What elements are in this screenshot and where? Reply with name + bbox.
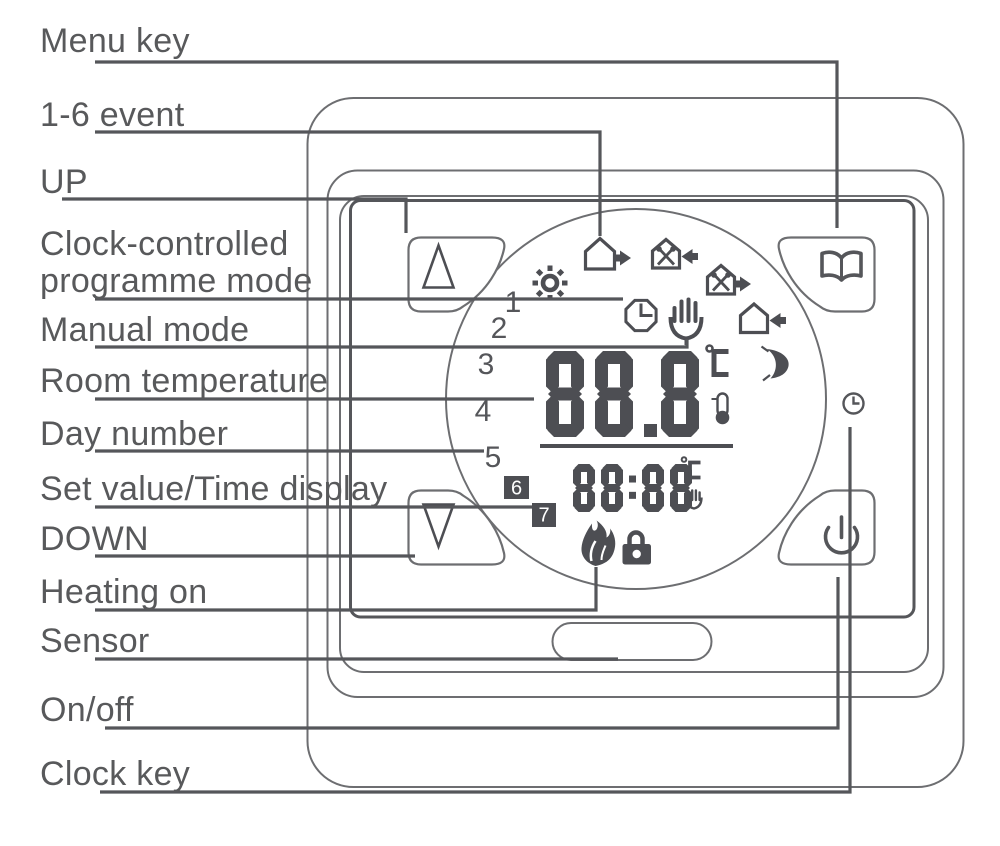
label-day-number: Day number	[40, 415, 228, 453]
display-divider	[540, 444, 733, 448]
moon-night-icon	[760, 345, 789, 382]
day-7: 7	[538, 505, 549, 527]
day-4: 4	[475, 395, 492, 428]
arrow-out-icon	[614, 250, 631, 266]
manual-mode-line	[95, 339, 689, 349]
sensor-window	[551, 622, 713, 661]
label-up: UP	[40, 163, 88, 201]
sub-celsius-icon	[680, 456, 701, 480]
day-numbers: 1 2 3 4 5 6 7	[475, 286, 556, 527]
sun-icon	[532, 265, 568, 301]
lock-icon	[622, 530, 651, 565]
menu-book-icon	[820, 250, 863, 282]
house-return-icon	[738, 301, 786, 335]
label-down: DOWN	[40, 520, 149, 558]
heating-flame-icon	[581, 520, 616, 566]
label-menu-key: Menu key	[40, 22, 190, 60]
sub-hand-icon	[685, 489, 703, 510]
label-clock-programme-2: programme mode	[40, 262, 313, 300]
label-sensor: Sensor	[40, 622, 150, 660]
room-temperature-display	[546, 351, 699, 437]
arrow-out-icon	[734, 276, 751, 292]
day-3: 3	[478, 348, 495, 381]
up-arrow-icon	[421, 241, 456, 289]
power-icon	[823, 515, 860, 555]
label-clock-programme-1: Clock-controlled	[40, 225, 289, 263]
label-clock-key: Clock key	[40, 755, 190, 793]
down-button[interactable]	[407, 489, 506, 566]
callout-labels: Menu key 1-6 event UP Clock-controlled p…	[40, 22, 387, 793]
label-manual-mode: Manual mode	[40, 311, 249, 349]
power-button[interactable]	[777, 489, 876, 566]
up-button[interactable]	[407, 236, 506, 313]
day-2: 2	[491, 312, 508, 345]
set-value-time-display	[573, 464, 692, 512]
label-on-off: On/off	[40, 691, 134, 729]
day-7-box	[532, 503, 556, 527]
label-event: 1-6 event	[40, 96, 185, 134]
touch-panel	[349, 199, 916, 619]
clock-programme-icon	[624, 298, 658, 333]
celsius-icon	[705, 344, 729, 377]
clock-key-icon	[842, 392, 865, 415]
up-line	[62, 197, 408, 233]
house-dinner-return-icon	[650, 237, 698, 270]
menu-button[interactable]	[777, 236, 876, 313]
arrow-in-icon	[769, 313, 786, 328]
middle-frame	[326, 169, 945, 698]
heating-on-line	[95, 567, 598, 612]
thermometer-icon	[711, 392, 730, 425]
clock-key-line	[100, 427, 852, 794]
arrow-in-icon	[681, 249, 698, 264]
on-off-line	[105, 577, 840, 730]
day-1: 1	[505, 286, 522, 319]
inner-frame	[339, 195, 929, 673]
event-line	[95, 130, 602, 236]
callout-lines	[62, 60, 852, 794]
house-dinner-leave-icon	[705, 263, 751, 296]
day-5: 5	[485, 441, 502, 474]
day-6: 6	[511, 478, 522, 500]
day-6-box	[504, 476, 529, 499]
label-room-temperature: Room temperature	[40, 362, 328, 400]
label-set-value: Set value/Time display	[40, 470, 387, 508]
house-leave-icon	[583, 236, 631, 271]
down-arrow-icon	[421, 503, 456, 551]
menu-key-line	[95, 60, 839, 228]
outer-frame	[306, 97, 965, 788]
label-heating-on: Heating on	[40, 573, 207, 611]
manual-hand-icon	[668, 297, 704, 345]
